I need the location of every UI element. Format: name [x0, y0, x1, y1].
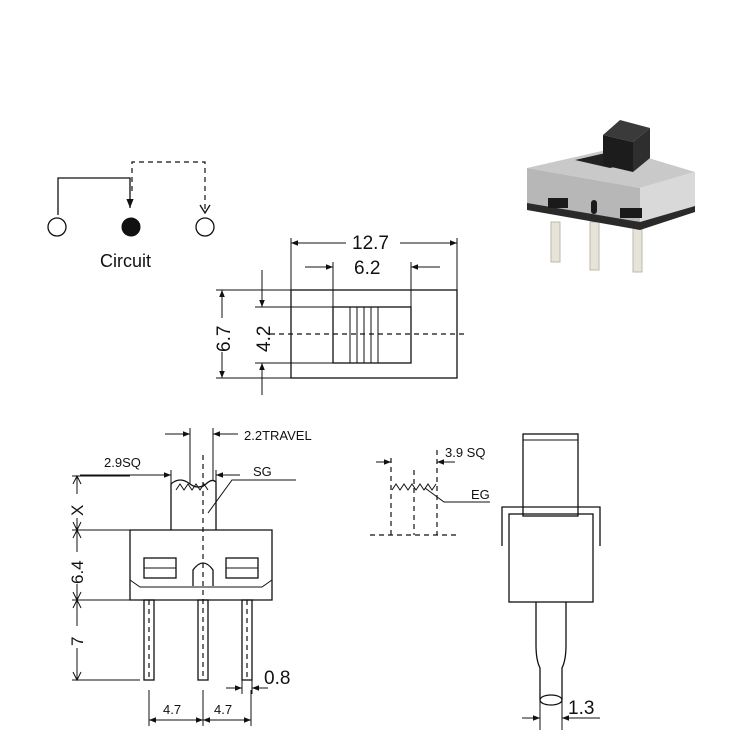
dim-overall-width: 12.7: [352, 233, 389, 254]
dim-pitch-right: 4.7: [214, 702, 232, 717]
switch-photo: [527, 120, 695, 273]
dim-slot-height: 4.2: [254, 326, 275, 352]
dim-travel: 2.2TRAVEL: [244, 428, 312, 443]
front-view: 2.9SQ 2.2TRAVEL SG X 6.4 7 0.8: [68, 428, 312, 726]
dim-slot-width: 6.2: [354, 258, 380, 279]
terminal-right-icon: [195, 217, 215, 237]
dim-pin-thickness: 1.3: [568, 698, 594, 719]
dim-actuator-height: X: [68, 505, 87, 516]
dim-pin-width: 0.8: [264, 668, 290, 689]
side-view: 1.3: [501, 433, 601, 730]
dim-overall-height: 6.7: [214, 326, 235, 352]
terminal-common-icon: [121, 217, 141, 237]
dim-pitch-left: 4.7: [163, 702, 181, 717]
dim-body-height: 6.4: [68, 560, 87, 584]
circuit-diagram: Circuit: [47, 161, 215, 271]
circuit-label: Circuit: [100, 251, 151, 271]
dim-detail-size: 3.9 SQ: [445, 445, 485, 460]
label-eg: EG: [471, 487, 490, 502]
top-view: 12.7 6.2 6.7 4.2: [214, 233, 465, 395]
terminal-left-icon: [47, 217, 67, 237]
actuator-detail: 3.9 SQ EG: [370, 445, 490, 536]
dim-pin-length: 7: [68, 637, 87, 646]
dim-actuator-size: 2.9SQ: [104, 455, 141, 470]
label-sg: SG: [253, 464, 272, 479]
